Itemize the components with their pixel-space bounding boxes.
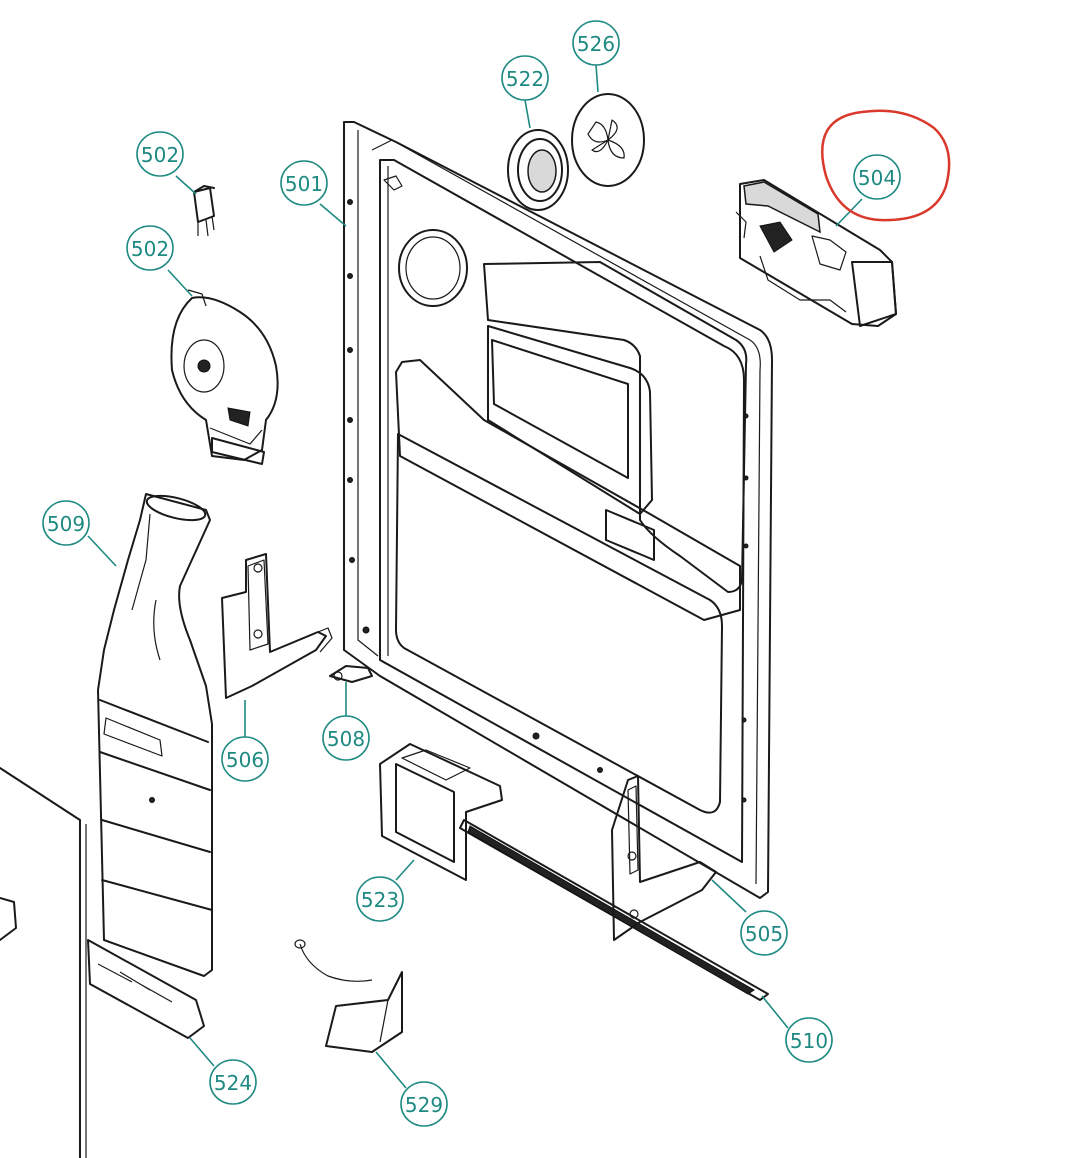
callout-502: 502 (136, 131, 184, 177)
callout-524: 524 (209, 1059, 257, 1105)
fan-cap (571, 93, 645, 187)
callout-label: 510 (790, 1029, 828, 1053)
leader-line-510 (761, 995, 789, 1029)
callout-label: 502 (141, 143, 179, 167)
callout-circle (126, 225, 174, 271)
callout-label: 529 (405, 1093, 443, 1117)
callout-circle (785, 1017, 833, 1063)
seal-ring (507, 129, 569, 211)
callout-501: 501 (280, 160, 328, 206)
inner-door-panel (343, 121, 773, 899)
callout-508: 508 (322, 715, 370, 761)
callout-label: 508 (327, 727, 365, 751)
fan-motor (170, 289, 279, 465)
leader-line-522 (524, 99, 531, 129)
callout-label: 502 (131, 237, 169, 261)
hinge-bracket (221, 553, 333, 699)
callouts: 501 502 502 504 505 506 508 509 510 522 523 524 526 5… (42, 20, 901, 1127)
adjacent-panel (0, 767, 87, 1158)
rail-strip (459, 819, 769, 1001)
small-switch (193, 185, 215, 237)
callout-label: 522 (506, 67, 544, 91)
callout-circle (400, 1081, 448, 1127)
callout-circle (356, 876, 404, 922)
callout-circle (42, 500, 90, 546)
leader-line-501 (319, 203, 347, 227)
control-module (735, 179, 897, 327)
leader-line-505 (711, 879, 747, 913)
callout-label: 506 (226, 748, 264, 772)
callout-509: 509 (42, 500, 90, 546)
callout-circle (853, 154, 901, 200)
lower-hinge (611, 775, 717, 941)
leader-lines (87, 64, 863, 1089)
callout-522: 522 (501, 55, 549, 101)
callout-label: 526 (577, 32, 615, 56)
leader-line-502 (175, 175, 197, 195)
callout-circle (280, 160, 328, 206)
callout-circle (501, 55, 549, 101)
callout-526: 526 (572, 20, 620, 66)
callout-circle (209, 1059, 257, 1105)
leader-line-524 (189, 1037, 215, 1067)
callout-label: 509 (47, 512, 85, 536)
callout-circle (572, 20, 620, 66)
leader-line-526 (595, 64, 599, 93)
callout-504: 504 (853, 154, 901, 200)
leader-line-502 (167, 269, 193, 297)
callout-529: 529 (400, 1081, 448, 1127)
callout-circle (221, 736, 269, 782)
callout-523: 523 (356, 876, 404, 922)
bracket-frame (379, 743, 503, 881)
callout-label: 524 (214, 1071, 252, 1095)
callout-506: 506 (221, 736, 269, 782)
callout-circle (740, 910, 788, 956)
callout-label: 504 (858, 166, 896, 190)
callout-circle (322, 715, 370, 761)
wire-clip (294, 939, 403, 1053)
leader-line-504 (835, 198, 863, 227)
leader-line-529 (375, 1051, 407, 1089)
callout-502: 502 (126, 225, 174, 271)
air-duct (97, 493, 213, 977)
callout-label: 523 (361, 888, 399, 912)
callout-label: 505 (745, 922, 783, 946)
callout-circle (136, 131, 184, 177)
foot-base (87, 939, 205, 1039)
highlight-marker (821, 109, 951, 222)
leader-line-523 (395, 859, 415, 881)
callout-510: 510 (785, 1017, 833, 1063)
callout-label: 501 (285, 172, 323, 196)
pin (329, 665, 373, 683)
callout-505: 505 (740, 910, 788, 956)
leader-line-509 (87, 535, 117, 567)
